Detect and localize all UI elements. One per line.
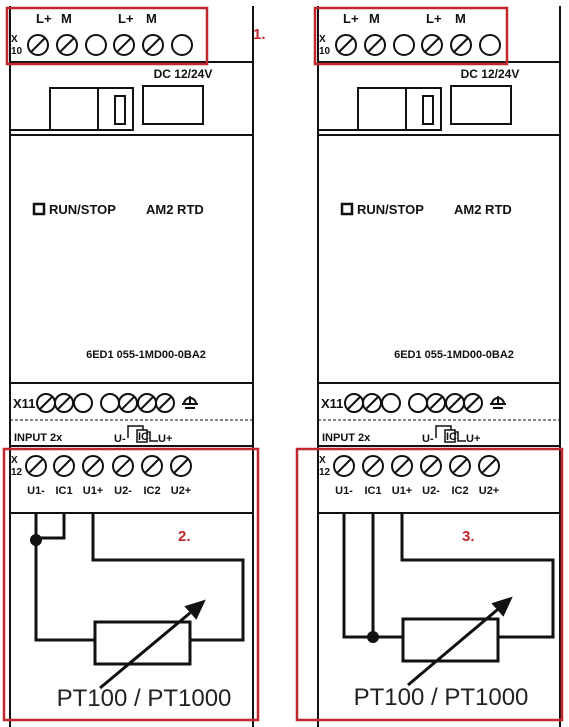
x11-terminals: [36, 393, 175, 413]
bottom-screw-terminals: [333, 455, 500, 477]
bottom-terminal-label: IC2: [451, 485, 468, 497]
x11-terminals: [344, 393, 483, 413]
callout-box-1: [5, 6, 209, 66]
connector-x10-label: X: [319, 34, 326, 45]
bottom-terminal-label: U2-: [114, 485, 132, 497]
module-cover: [317, 134, 561, 384]
top-terminal-label: M: [369, 11, 380, 26]
sensor-label: PT100 / PT1000: [57, 685, 232, 712]
connector-x10-number: 10: [11, 46, 23, 57]
module-right: L+ M L+ M X 10 DC 12/24V RUN/STOP AM2 RT…: [295, 6, 564, 727]
supply-label: DC 12/24V: [154, 67, 213, 81]
order-number: 6ED1 055-1MD00-0BA2: [394, 349, 514, 361]
wiring-3wire: [342, 513, 555, 639]
run-stop-label: RUN/STOP: [49, 202, 116, 217]
rtd-resistor: [401, 617, 500, 663]
connector-x12-number: 12: [11, 467, 23, 478]
ground-icon: [182, 396, 198, 409]
x11-label: X11: [321, 396, 343, 411]
symbol-mid-label: IC: [446, 431, 457, 443]
connector-x12-label: X: [319, 455, 326, 466]
sensor-symbol: [435, 425, 466, 443]
connector-x12-number: 12: [319, 467, 331, 478]
supply-label: DC 12/24V: [461, 67, 520, 81]
junction-dot: [30, 534, 42, 546]
symbol-right-label: U+: [158, 433, 172, 445]
callout-number-2: 2.: [178, 528, 191, 545]
model-label: AM2 RTD: [454, 202, 512, 217]
connector-x10-number: 10: [319, 46, 331, 57]
callout-number-3: 3.: [462, 528, 475, 545]
top-terminal-label: M: [455, 11, 466, 26]
top-terminal-label: L+: [426, 11, 442, 26]
top-terminal-label: M: [61, 11, 72, 26]
run-stop-label: RUN/STOP: [357, 202, 424, 217]
callout-number-1: 1.: [253, 26, 266, 43]
module-left: L+ M L+ M X 10 1. DC 12/24V RUN/STOP AM2…: [2, 6, 266, 727]
bottom-terminal-label: IC2: [143, 485, 160, 497]
bottom-terminal-label: IC1: [364, 485, 381, 497]
bottom-screw-terminals: [25, 455, 192, 477]
variable-arrow-icon: [407, 596, 513, 687]
x11-label: X11: [13, 396, 35, 411]
callout-box-3: [295, 447, 564, 722]
input-label: INPUT 2x: [14, 432, 63, 444]
bottom-terminal-label: U2-: [422, 485, 440, 497]
module-cover: [9, 134, 254, 384]
bottom-terminal-label: U1-: [27, 485, 45, 497]
callout-box-1: [313, 6, 509, 66]
callout-box-2: [2, 447, 260, 722]
top-screw-terminals: [27, 34, 193, 56]
sensor-label: PT100 / PT1000: [354, 684, 529, 711]
ground-icon: [490, 396, 506, 409]
connector-x10-label: X: [11, 34, 18, 45]
bottom-terminal-label: U1+: [392, 485, 413, 497]
sensor-symbol: [127, 425, 158, 443]
symbol-right-label: U+: [466, 433, 480, 445]
top-terminal-label: L+: [118, 11, 134, 26]
variable-arrow-icon: [99, 599, 206, 690]
rtd-resistor: [93, 620, 192, 666]
order-number: 6ED1 055-1MD00-0BA2: [86, 349, 206, 361]
bottom-terminal-label: U1-: [335, 485, 353, 497]
input-label: INPUT 2x: [322, 432, 371, 444]
wiring-2wire: [34, 513, 245, 642]
symbol-left-label: U-: [422, 433, 434, 445]
model-label: AM2 RTD: [146, 202, 204, 217]
symbol-left-label: U-: [114, 433, 126, 445]
top-terminal-label: M: [146, 11, 157, 26]
top-screw-terminals: [335, 34, 501, 56]
connector-x12-label: X: [11, 455, 18, 466]
top-terminal-label: L+: [36, 11, 52, 26]
junction-dot: [367, 631, 379, 643]
bottom-terminal-label: U2+: [479, 485, 500, 497]
bottom-terminal-label: U2+: [171, 485, 192, 497]
bottom-terminal-label: IC1: [55, 485, 72, 497]
symbol-mid-label: IC: [138, 431, 149, 443]
top-terminal-label: L+: [343, 11, 359, 26]
bottom-terminal-label: U1+: [83, 485, 104, 497]
